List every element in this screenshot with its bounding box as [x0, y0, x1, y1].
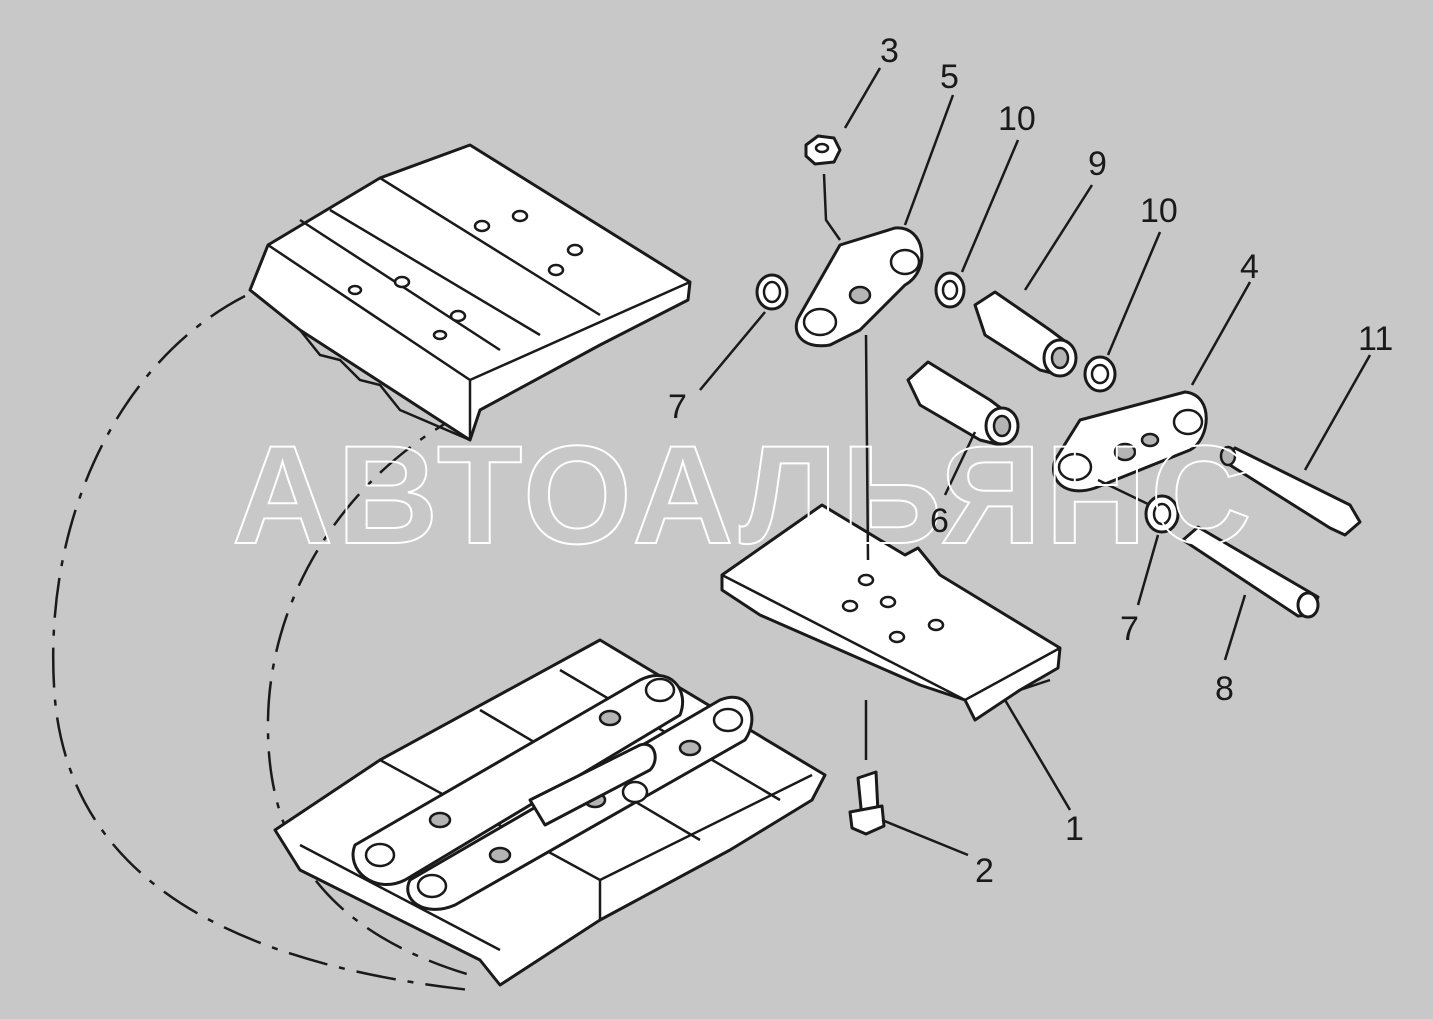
part-4-link — [1052, 390, 1208, 507]
part-10-spacer-right — [1083, 355, 1117, 393]
track-assembly-lower — [273, 638, 827, 987]
callout-10-upper: 10 — [998, 100, 1036, 138]
track-shoe-upper — [248, 143, 692, 442]
part-2-bolt — [848, 700, 886, 836]
callout-1: 1 — [1065, 810, 1084, 848]
track-loop-inner — [266, 408, 471, 977]
callout-8: 8 — [1215, 670, 1234, 708]
part-3-nut — [804, 134, 842, 241]
callout-7-upper: 7 — [668, 388, 687, 426]
part-10-spacer-left — [934, 271, 966, 309]
part-8-pin — [1181, 525, 1320, 619]
callout-11: 11 — [1358, 320, 1393, 358]
part-7-seal-upper — [755, 273, 789, 311]
part-5-link — [794, 226, 924, 561]
watermark-text: АВТОАЛЬЯНС — [232, 416, 1256, 573]
part-11-pin — [1219, 445, 1362, 537]
part-9-bushing — [973, 290, 1078, 378]
callout-5: 5 — [940, 58, 959, 96]
track-loop-outline — [51, 294, 471, 992]
callout-10-lower: 10 — [1140, 192, 1178, 230]
callout-9: 9 — [1088, 145, 1107, 183]
callout-3: 3 — [880, 32, 899, 70]
callout-6: 6 — [930, 502, 949, 540]
leader-lines — [699, 67, 1372, 857]
part-7-seal-lower — [1144, 494, 1180, 534]
callout-7-lower: 7 — [1120, 610, 1139, 648]
callout-2: 2 — [975, 852, 994, 890]
callout-4: 4 — [1240, 248, 1259, 286]
part-1-track-shoe — [720, 503, 1062, 722]
part-6-bushing — [906, 360, 1020, 447]
